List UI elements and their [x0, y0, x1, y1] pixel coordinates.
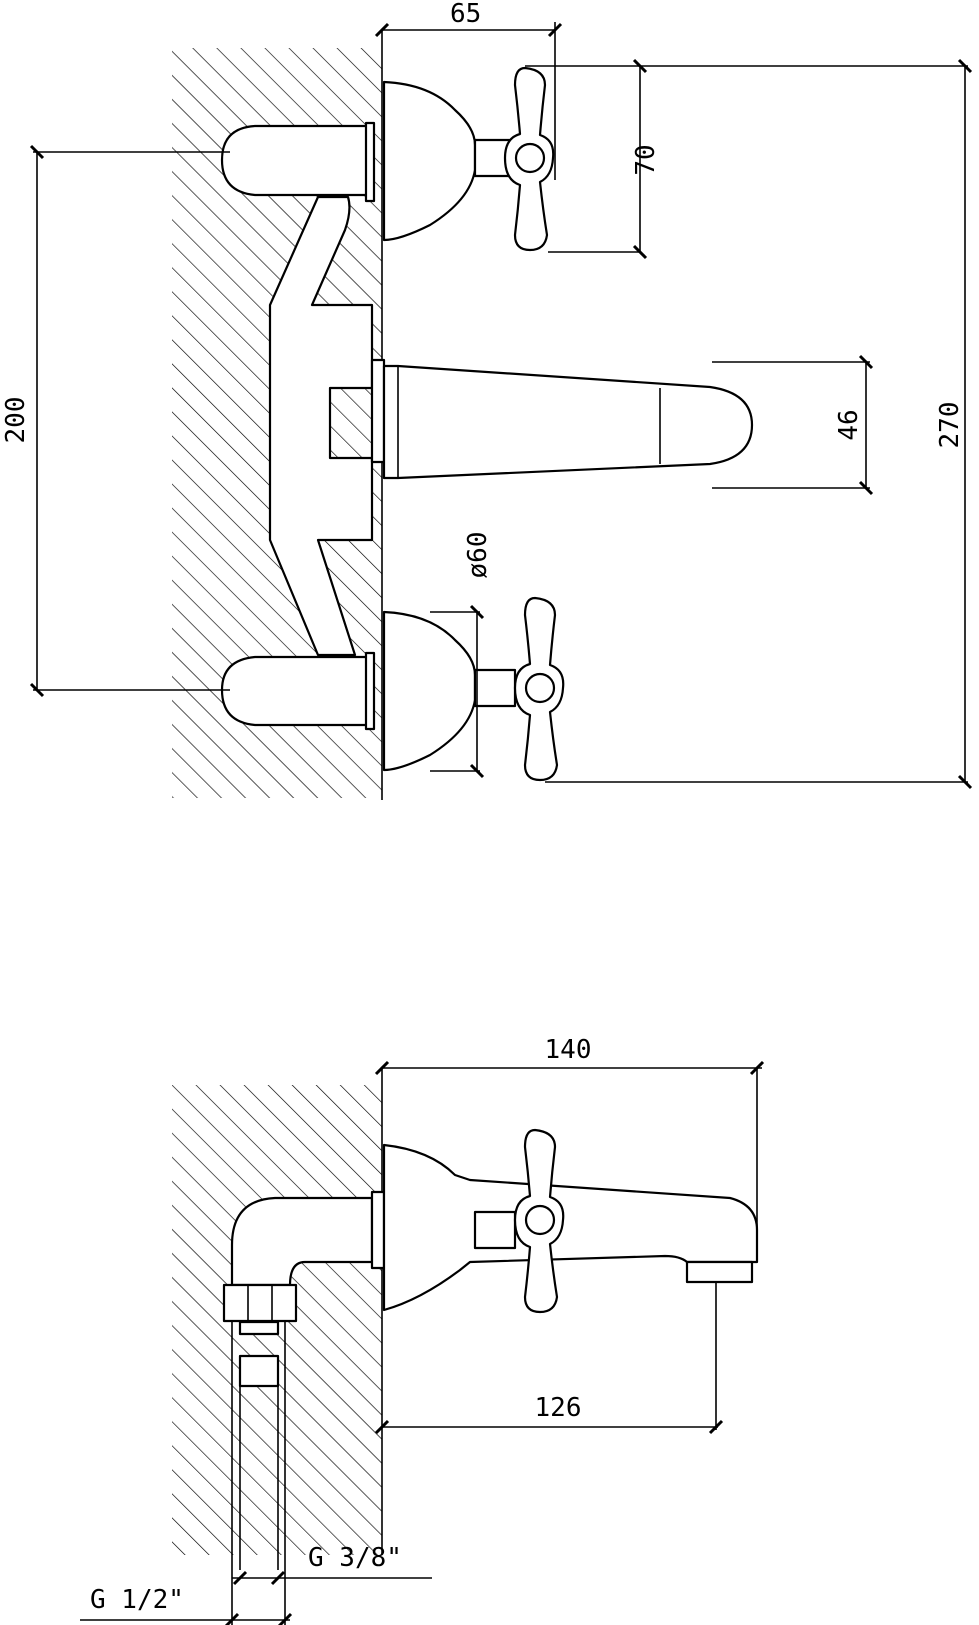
wall-plate-left [364, 121, 376, 203]
top-view: 65 70 270 200 [1, 0, 973, 800]
thread-collar [238, 1320, 280, 1336]
wall-plate-left-lower [364, 651, 376, 731]
dim-126: 126 [374, 1282, 724, 1435]
wall-plate [370, 358, 386, 464]
dim-70-label: 70 [631, 144, 661, 175]
upper-valve-flange [382, 80, 477, 242]
dim-46: 46 [712, 354, 874, 496]
dim-dia60-label: ø60 [463, 532, 493, 579]
upper-handle-screw-icon [514, 142, 546, 174]
dim-140-label: 140 [545, 1035, 592, 1065]
dim-270-label: 270 [935, 402, 965, 449]
dim-200-label: 200 [1, 397, 31, 444]
lower-valve-stem [473, 668, 517, 708]
dim-70: 70 [525, 58, 661, 260]
hex-nut [222, 1283, 298, 1323]
dim-g38-label: G 3/8" [308, 1543, 402, 1573]
dim-270: 270 [545, 58, 973, 790]
aerator-outlet [685, 1260, 754, 1284]
dim-g12: G 1/2" [80, 1585, 293, 1625]
dim-140: 140 [374, 1035, 765, 1245]
dim-200: 200 [1, 144, 230, 698]
dim-46-label: 46 [834, 409, 864, 440]
lower-inlet [220, 655, 374, 727]
dim-65: 65 [374, 0, 563, 180]
dim-dia60: ø60 [430, 532, 493, 779]
wall-plate-side [370, 1190, 386, 1270]
spout [382, 364, 754, 480]
dim-126-label: 126 [535, 1393, 582, 1423]
lower-handle-screw-icon [524, 672, 556, 704]
lower-valve-flange [382, 610, 477, 772]
upper-inlet [220, 124, 374, 197]
dim-65-label: 65 [450, 0, 481, 29]
inner-insert [238, 1354, 280, 1388]
side-handle-screw-icon [524, 1204, 556, 1236]
dim-g38: G 3/8" [232, 1543, 432, 1586]
side-valve-stem [473, 1210, 517, 1250]
side-spout [382, 1143, 759, 1312]
bridge-body [268, 195, 374, 657]
side-view: 140 126 G 3/8" G 1/2" [80, 1035, 765, 1625]
dim-g12-label: G 1/2" [90, 1585, 184, 1615]
